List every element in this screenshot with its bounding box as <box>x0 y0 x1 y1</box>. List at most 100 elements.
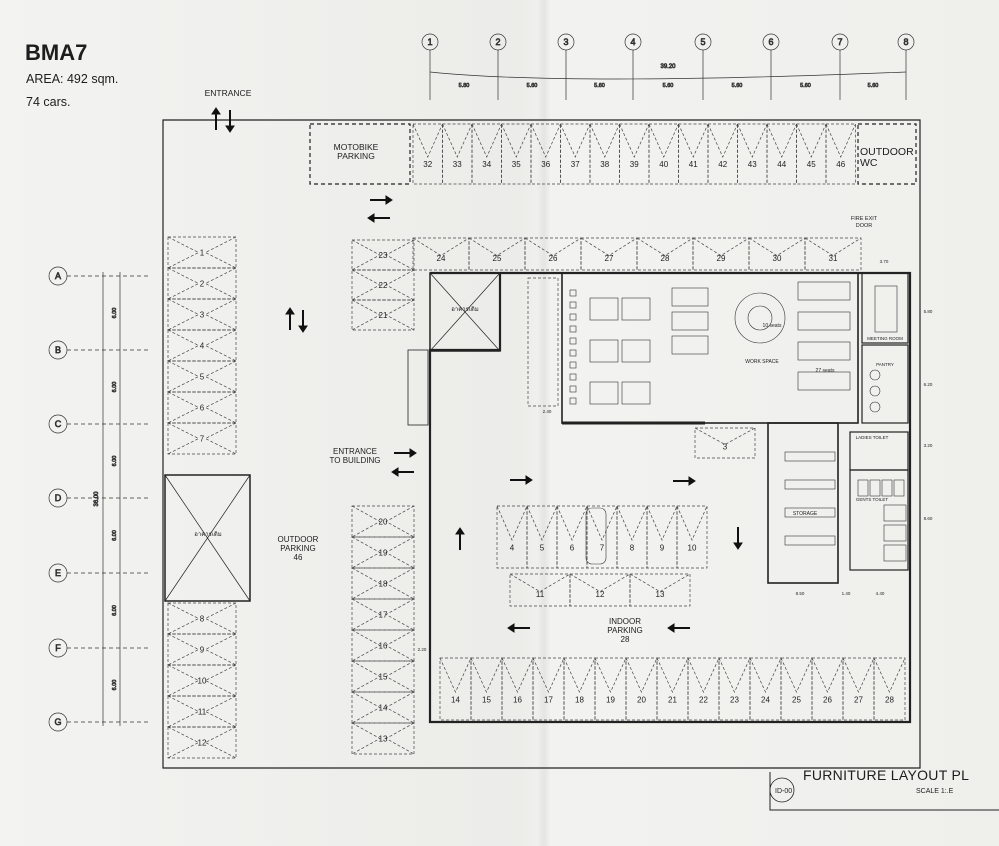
stall-marking <box>204 360 237 393</box>
span-dim-text: 5.60 <box>868 83 879 89</box>
parking-stall-number: 45 <box>807 160 816 169</box>
parking-stall-number: 33 <box>453 160 462 169</box>
storage-label: STORAGE <box>792 511 818 517</box>
stall-marking <box>385 239 415 271</box>
flow-arrow-head <box>385 195 393 205</box>
parking-stall <box>167 360 237 393</box>
meeting-room <box>861 272 909 344</box>
parking-stall-number: 22 <box>379 281 388 290</box>
dim-240: 2.40 <box>542 409 552 414</box>
parking-stall-number: 5 <box>540 544 545 553</box>
parking-stall-number: 14 <box>451 696 460 705</box>
round-workspace <box>734 292 786 344</box>
span-dim-text: 5.80 <box>459 83 470 89</box>
parking-stall-number: 9 <box>660 544 665 553</box>
desk-row <box>797 371 851 391</box>
grid-row-label: B <box>55 345 61 355</box>
paper-fold <box>537 0 551 846</box>
desk-cluster <box>621 297 651 321</box>
parking-stall-number: 3 <box>723 443 728 452</box>
outdoor-parking-label: OUTDOOR PARKING 46 <box>277 535 319 562</box>
stall-marking <box>385 505 415 538</box>
stall-marking <box>804 237 862 257</box>
parking-stall-number: 4 <box>510 544 515 553</box>
parking-stall-number: 17 <box>379 611 388 620</box>
parking-stall <box>796 123 827 185</box>
parking-stall-number: 21 <box>668 696 677 705</box>
cars-text: 74 cars. <box>26 95 71 109</box>
stall-marking <box>204 329 237 362</box>
parking-stall-number: 11 <box>198 708 207 717</box>
grid-col-label: 7 <box>837 37 842 47</box>
parking-stall-number: 26 <box>549 254 558 263</box>
parking-stall <box>648 123 679 185</box>
entrance-building-label: ENTRANCE TO BUILDING <box>329 447 381 465</box>
parking-stall <box>351 691 415 724</box>
title-block-sheet-id: ID-00 <box>775 788 793 795</box>
work-space-label: WORK SPACE <box>745 359 779 365</box>
overall-dim-text: 39.20 <box>660 64 676 70</box>
parking-stall <box>825 123 856 185</box>
flow-arrow-head <box>225 125 235 133</box>
stall-marking <box>204 267 237 300</box>
parking-stall <box>351 598 415 631</box>
parking-stall <box>167 267 237 300</box>
stall-marking <box>589 123 620 158</box>
existing-building-left-label: อาคารเดิม <box>194 532 222 538</box>
stall-marking <box>385 536 415 569</box>
stall-marking <box>167 236 200 269</box>
stall-marking <box>648 123 679 158</box>
parking-stall <box>780 657 813 721</box>
toilet-cubicle <box>883 504 907 522</box>
grid-row-label: A <box>55 271 61 281</box>
parking-stall-number: 4 <box>200 342 205 351</box>
desk-cluster <box>621 381 651 405</box>
grid-row-label: C <box>55 419 62 429</box>
stall-marking <box>509 573 571 593</box>
parking-stall <box>873 657 906 721</box>
stall-marking <box>532 657 565 693</box>
parking-stall <box>749 657 782 721</box>
stall-marking <box>204 664 237 697</box>
span-dim-text: 5.60 <box>527 83 538 89</box>
parking-stall <box>351 567 415 600</box>
left-total-dim-text: 36.00 <box>94 491 100 507</box>
stall-marking <box>556 505 588 541</box>
stairs <box>407 349 429 426</box>
stall-marking <box>385 567 415 600</box>
parking-stall <box>656 657 689 721</box>
stall-marking <box>687 657 720 693</box>
outdoor-wc <box>857 123 917 185</box>
toilet-cubicle <box>881 479 893 497</box>
parking-stall <box>439 657 472 721</box>
parking-stall-number: 12 <box>198 739 207 748</box>
stall-marking <box>496 505 528 541</box>
stall-marking <box>780 657 813 693</box>
parking-stall-number: 41 <box>689 160 698 169</box>
parking-stall <box>556 505 588 569</box>
stall-marking <box>563 657 596 693</box>
stall-marking <box>629 573 691 593</box>
parking-stall <box>167 695 237 728</box>
stool <box>569 325 577 333</box>
parking-stall <box>526 505 558 569</box>
indoor-parking-label: INDOOR PARKING 28 <box>607 617 643 644</box>
stall-marking <box>351 239 381 271</box>
stall-marking <box>470 657 503 693</box>
parking-stall-number: 34 <box>482 160 491 169</box>
parking-stall <box>471 123 502 185</box>
stool <box>569 361 577 369</box>
office-area <box>561 272 859 424</box>
stall-marking <box>737 123 768 158</box>
parking-stall-number: 13 <box>656 590 665 599</box>
stall-marking <box>569 573 631 593</box>
stall-marking <box>656 657 689 693</box>
left-span-dim-text: 6.00 <box>112 680 118 691</box>
stall-marking <box>811 657 844 693</box>
car-outline <box>585 507 607 565</box>
existing-building-top-label: อาคารเดิม <box>451 307 479 313</box>
desk-cluster <box>589 381 619 405</box>
span-dim-text: 5.60 <box>663 83 674 89</box>
parking-stall-number: 15 <box>482 696 491 705</box>
parking-stall-number: 1 <box>200 249 205 258</box>
